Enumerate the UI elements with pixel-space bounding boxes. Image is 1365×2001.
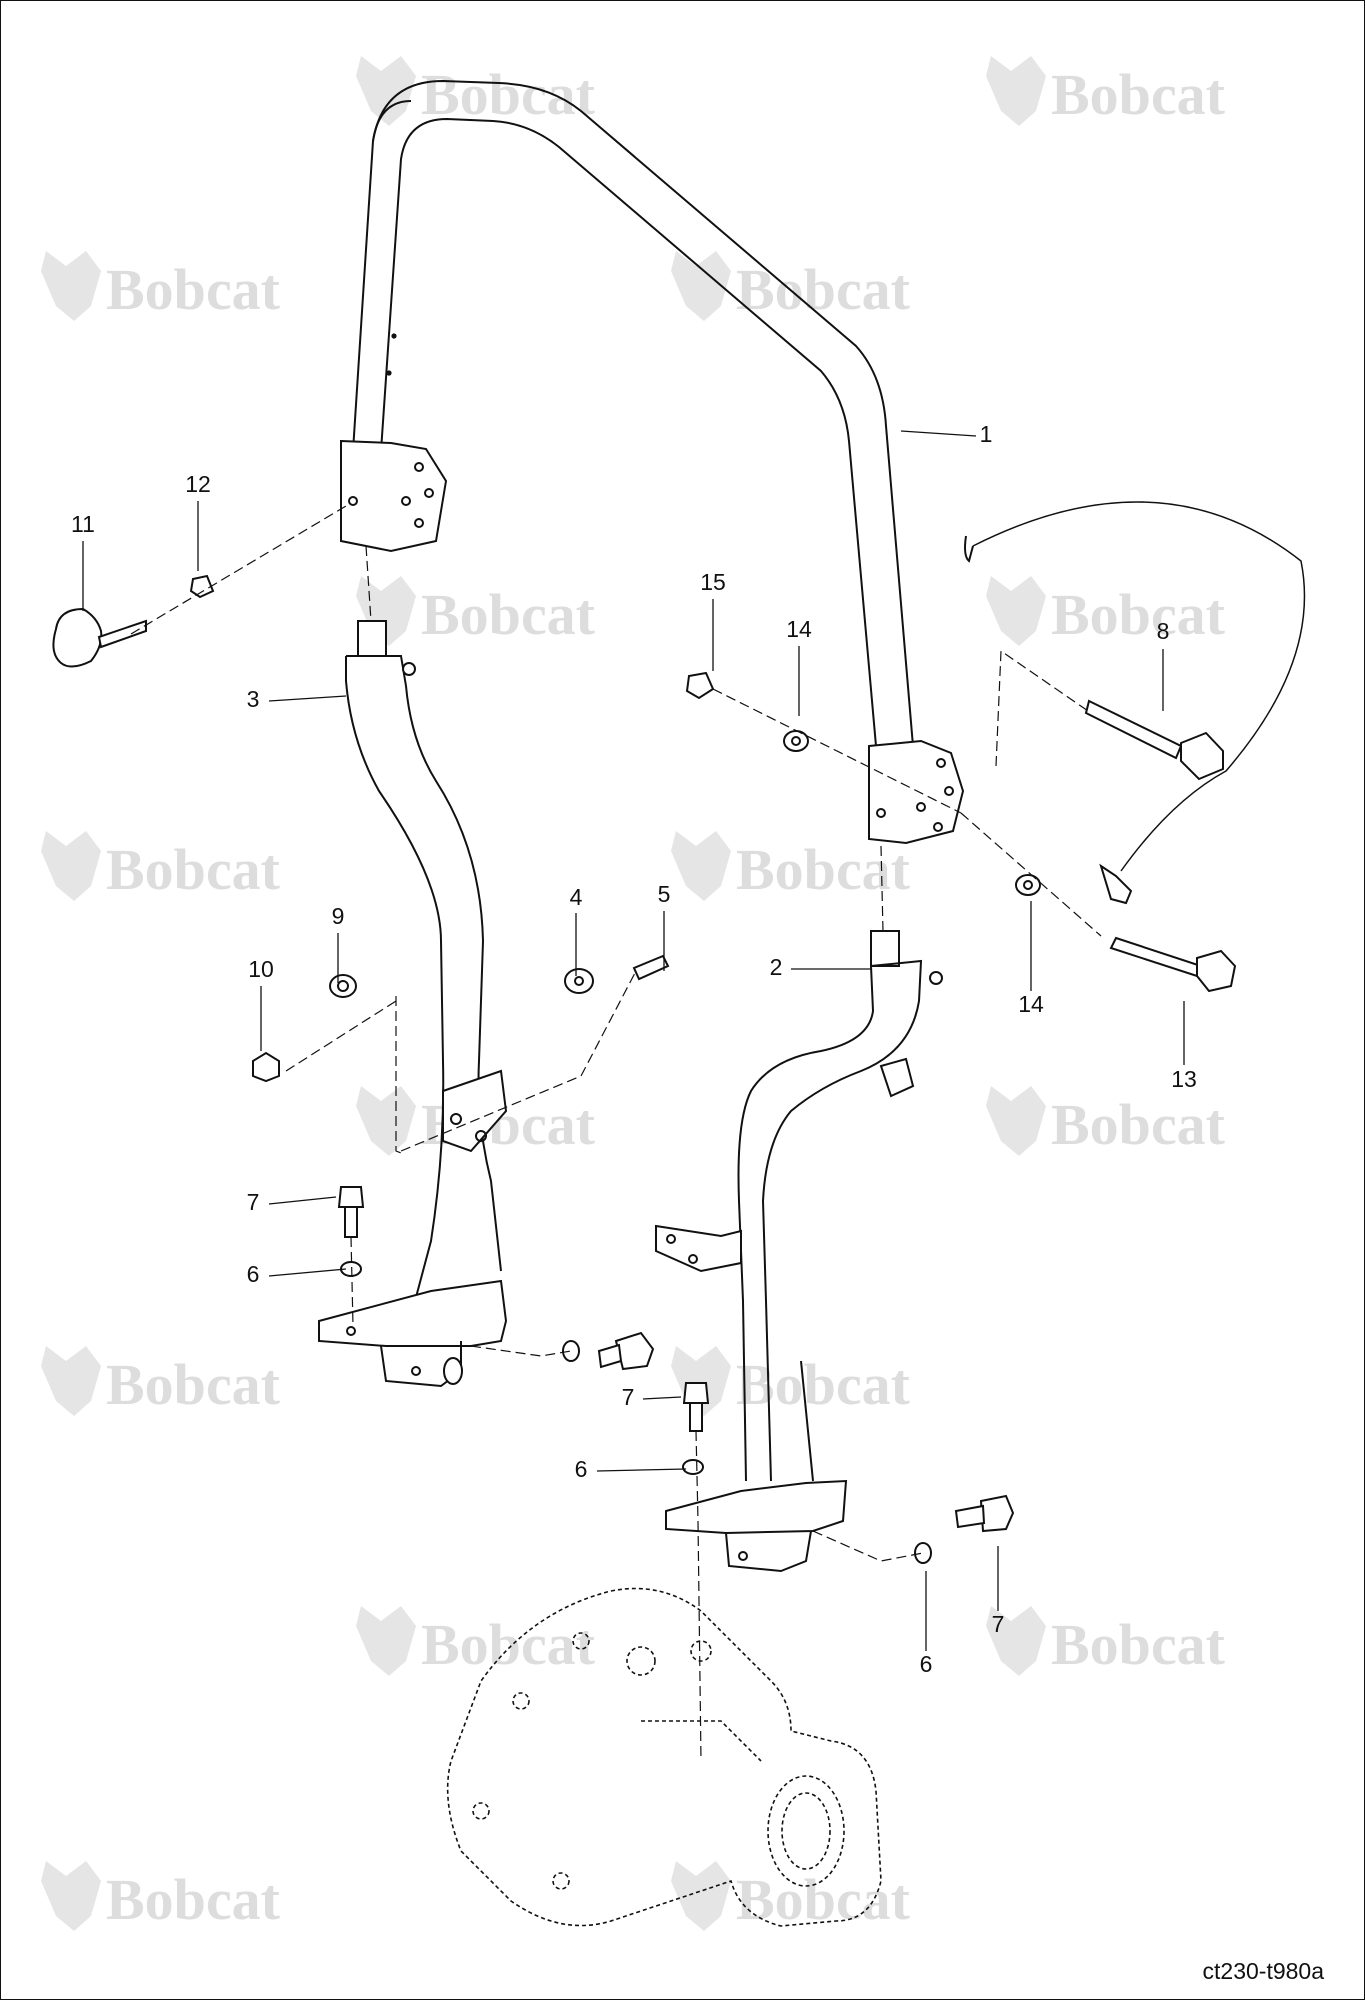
rops-left-post (318, 620, 508, 1388)
callout-label-3: 3 (247, 686, 260, 712)
watermark-text: Bobcat (1051, 1612, 1226, 1677)
watermark-logo: Bobcat (986, 56, 1226, 127)
watermark-logo: Bobcat (41, 831, 281, 902)
callout-label-1: 1 (980, 421, 993, 447)
callout-label-7: 7 (622, 1384, 635, 1410)
callout-label-14: 14 (1018, 991, 1044, 1017)
watermark-logo: Bobcat (986, 1606, 1226, 1677)
callout-label-6: 6 (920, 1651, 933, 1677)
callout-leader-line (900, 430, 977, 437)
bobcat-logo-icon (671, 251, 731, 321)
callout-label-15: 15 (700, 569, 726, 595)
bobcat-logo-icon (986, 1086, 1046, 1156)
lanyard-cable (972, 501, 1306, 872)
watermark-logo: Bobcat (41, 251, 281, 322)
watermark-logo: Bobcat (356, 576, 596, 647)
callout-label-6: 6 (575, 1456, 588, 1482)
watermark-logo: Bobcat (41, 1861, 281, 1932)
rops-main-frame (340, 79, 965, 845)
rops-right-post (655, 930, 943, 1573)
bobcat-logo-icon (986, 1606, 1046, 1676)
watermark-logo: Bobcat (356, 1606, 596, 1677)
bobcat-logo-icon (41, 251, 101, 321)
watermark-text: Bobcat (736, 837, 911, 902)
callout-label-14: 14 (786, 616, 812, 642)
hardware-parts (52, 535, 1237, 1564)
callout-label-8: 8 (1157, 618, 1170, 644)
watermark-logo: Bobcat (986, 576, 1226, 647)
assembly-guide-lines (130, 505, 1102, 1762)
bobcat-logo-icon (671, 1861, 731, 1931)
watermark-logo: Bobcat (356, 56, 596, 127)
callout-leader-line (642, 1396, 682, 1400)
watermark-logo: Bobcat (671, 1346, 911, 1417)
callout-leader-line (596, 1468, 687, 1472)
bobcat-logo-icon (986, 576, 1046, 646)
bobcat-logo-icon (41, 1861, 101, 1931)
callout-label-2: 2 (770, 954, 783, 980)
watermark-text: Bobcat (421, 62, 596, 127)
callout-label-7: 7 (992, 1611, 1005, 1637)
watermark-logo: Bobcat (671, 831, 911, 902)
bobcat-logo-icon (356, 1086, 416, 1156)
callout-label-9: 9 (332, 903, 345, 929)
watermark-logo: Bobcat (41, 1346, 281, 1417)
transmission-housing (446, 1587, 882, 1927)
watermark-text: Bobcat (106, 257, 281, 322)
callout-label-4: 4 (570, 884, 583, 910)
watermark-text: Bobcat (1051, 582, 1226, 647)
watermark-text: Bobcat (1051, 1092, 1226, 1157)
callout-label-13: 13 (1171, 1066, 1197, 1092)
callout-label-5: 5 (658, 881, 671, 907)
callout-label-12: 12 (185, 471, 211, 497)
bobcat-logo-icon (41, 1346, 101, 1416)
bobcat-logo-icon (356, 1606, 416, 1676)
watermark-logo: Bobcat (986, 1086, 1226, 1157)
bobcat-logo-icon (671, 831, 731, 901)
callout-leader-line (268, 1268, 347, 1277)
bobcat-logo-icon (41, 831, 101, 901)
watermark-text: Bobcat (1051, 62, 1226, 127)
watermark-text: Bobcat (421, 1612, 596, 1677)
callout-label-6: 6 (247, 1261, 260, 1287)
watermark-text: Bobcat (421, 582, 596, 647)
callout-label-7: 7 (247, 1189, 260, 1215)
watermark-text: Bobcat (106, 1867, 281, 1932)
drawing-code-label: ct230-t980a (1202, 1958, 1324, 1984)
watermark-text: Bobcat (106, 1352, 281, 1417)
watermark-logo: Bobcat (671, 251, 911, 322)
callout-label-11: 11 (71, 511, 95, 537)
bobcat-logo-icon (356, 56, 416, 126)
watermark-text: Bobcat (106, 837, 281, 902)
watermark-text: Bobcat (736, 1352, 911, 1417)
bobcat-logo-icon (986, 56, 1046, 126)
callout-label-10: 10 (248, 956, 274, 982)
callout-leader-line (268, 695, 347, 702)
callout-leader-line (268, 1196, 337, 1205)
